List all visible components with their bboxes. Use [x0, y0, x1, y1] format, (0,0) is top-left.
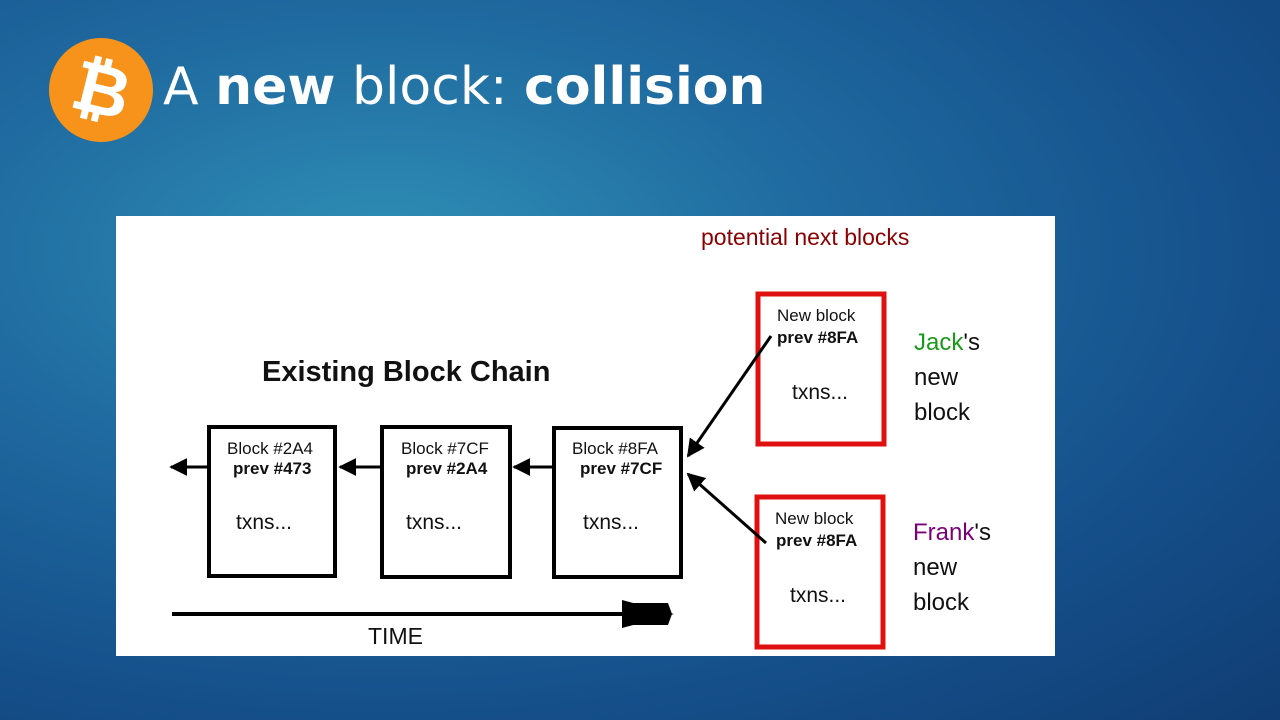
diagram-svg: potential next blocks Existing Block Cha… [169, 224, 991, 650]
chain-block-3-txns: txns... [583, 511, 639, 534]
jack-label-line2: new [914, 364, 959, 391]
potential-next-blocks-label: potential next blocks [701, 224, 909, 250]
candidate-block-jack [755, 291, 887, 447]
bitcoin-logo-icon: ₿ [64, 43, 140, 137]
jack-name: Jack [914, 329, 964, 356]
candidate-block-frank [754, 494, 886, 650]
jack-label-line1: Jack's [914, 329, 980, 356]
time-arrow-tip [622, 600, 674, 628]
jack-suffix: 's [963, 329, 980, 356]
chain-block-2 [380, 425, 512, 579]
slide-title: A new block: collision [163, 54, 766, 122]
candidate-block-jack-name: New block [777, 306, 856, 325]
slide-title-part2: new [215, 57, 336, 117]
diagram-figure: potential next blocks Existing Block Cha… [116, 216, 1055, 656]
slide-title-part4: collision [524, 57, 766, 117]
chain-block-1 [207, 425, 337, 578]
frank-suffix: 's [974, 519, 991, 546]
chain-title: Existing Block Chain [262, 356, 550, 388]
jack-label-line3: block [914, 399, 971, 426]
chain-block-1-name: Block #2A4 [227, 439, 313, 458]
time-label: TIME [368, 623, 423, 649]
chain-block-3-prev: prev #7CF [580, 459, 662, 478]
frank-name: Frank [913, 519, 975, 546]
candidate-block-jack-txns: txns... [792, 381, 848, 404]
frank-arrow [686, 472, 767, 545]
slide-title-part1: A [163, 57, 216, 117]
chain-block-1-txns: txns... [236, 511, 292, 534]
candidate-block-frank-name: New block [775, 509, 854, 528]
chain-block-3-name: Block #8FA [572, 439, 659, 458]
frank-label-line3: block [913, 589, 970, 616]
slide-title-part3: block: [335, 57, 524, 117]
jack-arrow [686, 335, 773, 458]
chain-block-2-prev: prev #2A4 [406, 459, 488, 478]
chain-block-2-txns: txns... [406, 511, 462, 534]
chain-block-1-prev: prev #473 [233, 459, 311, 478]
frank-label-line2: new [913, 554, 958, 581]
candidate-block-frank-prev: prev #8FA [776, 531, 857, 550]
bitcoin-logo: ₿ [49, 38, 153, 142]
frank-label-line1: Frank's [913, 519, 991, 546]
candidate-block-jack-prev: prev #8FA [777, 328, 858, 347]
candidate-block-frank-txns: txns... [790, 584, 846, 607]
chain-block-2-name: Block #7CF [401, 439, 489, 458]
chain-block-3 [552, 426, 683, 579]
